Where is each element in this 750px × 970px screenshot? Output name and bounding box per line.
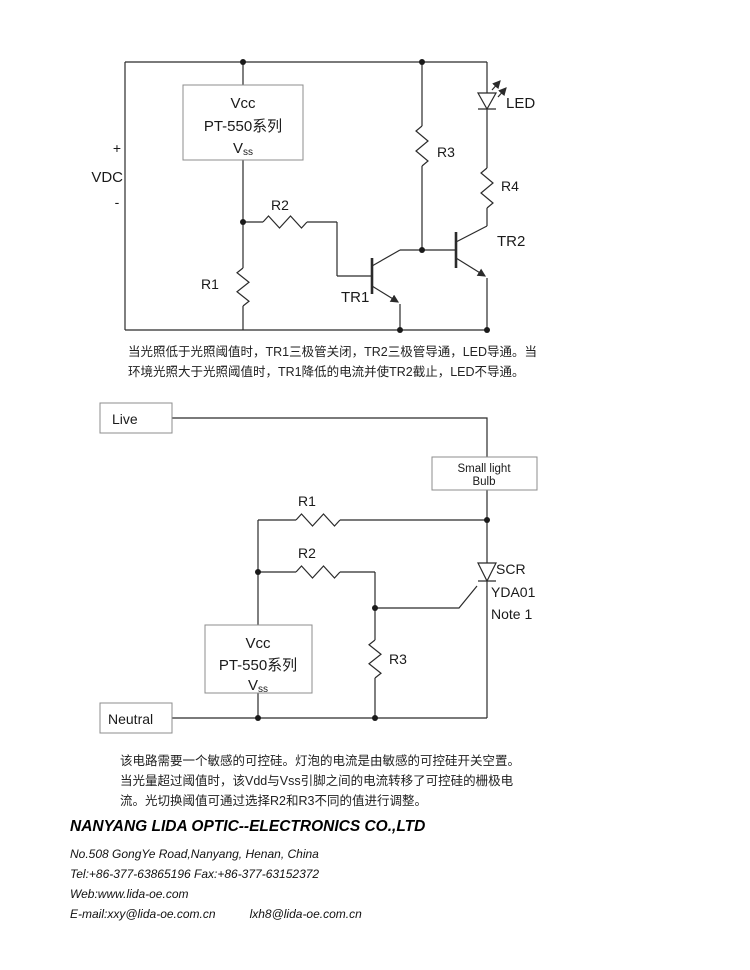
neutral-terminal-box [99,702,173,734]
vdc-label: VDC [91,169,123,186]
company-web: Web:www.lida-oe.com [70,887,189,901]
company-name: NANYANG LIDA OPTIC--ELECTRONICS CO.,LTD [70,818,426,835]
c1-label-r2: R2 [271,197,289,213]
vdc-plus-label: + [113,140,121,156]
c2-label-r3: R3 [389,651,407,667]
note-line: 当光量超过阈值时，该Vdd与Vss引脚之间的电流转移了可控硅的栅极电 [120,774,514,788]
c1-resistor-r1 [236,267,250,307]
junction-node [240,219,246,225]
company-email-1: E-mail:xxy@lida-oe.com.cn [70,907,216,921]
neutral-label: Neutral [108,711,153,727]
note-circuit2: 该电路需要一个敏感的可控硅。灯泡的电流是由敏感的可控硅开关空置。 当光量超过阈值… [120,751,580,811]
scr-label: SCR [496,561,526,577]
live-terminal-box [99,402,173,434]
c2-resistor-r1 [295,513,341,527]
pt550-2-pin-vss: Vss [248,677,268,695]
bulb-label-line2: Bulb [472,476,495,488]
note-line: 流。光切换阈值可通过选择R2和R3不同的值进行调整。 [120,794,427,808]
junction-node [419,59,425,65]
transistor-tr2 [454,225,488,277]
scr-part-label: YDA01 [491,584,536,600]
junction-node [255,569,261,575]
company-email-2: lxh8@lida-oe.com.cn [249,907,362,921]
c1-label-tr2: TR2 [497,233,525,250]
live-label: Live [112,411,138,427]
circuit-1-led-driver: Vcc PT-550系列 Vss + VDC - R1 R2 R3 R4 TR1… [91,59,535,333]
junction-node [372,715,378,721]
footer-company-block: NANYANG LIDA OPTIC--ELECTRONICS CO.,LTD … [70,818,425,924]
bulb-label-line1: Small light [457,463,511,475]
c2-label-r2: R2 [298,545,316,561]
junction-node [419,247,425,253]
junction-node [255,715,261,721]
c1-label-led: LED [506,95,535,112]
pt550-pin-vcc: Vcc [230,95,256,112]
junction-node [484,327,490,333]
c1-wires [124,61,488,331]
scr-note-label: Note 1 [491,606,532,622]
vdc-minus-label: - [115,194,120,210]
note-line: 该电路需要一个敏感的可控硅。灯泡的电流是由敏感的可控硅开关空置。 [120,754,521,768]
c1-label-r3: R3 [437,144,455,160]
junction-node [397,327,403,333]
c1-label-r4: R4 [501,178,519,194]
pt550-2-pin-vcc: Vcc [245,635,271,652]
led-icon [476,80,507,111]
scr-icon [477,562,497,583]
company-telfax: Tel:+86-377-63865196 Fax:+86-377-6315237… [70,867,320,881]
pt550-name: PT-550系列 [204,118,282,135]
c2-resistor-r2 [295,565,341,579]
pt550-box-2 [204,624,313,694]
c2-resistor-r3 [368,639,382,679]
c1-resistor-r2 [262,215,308,229]
pt550-pin-vss: Vss [233,140,253,158]
junction-node [484,517,490,523]
c2-label-r1: R1 [298,493,316,509]
company-email-line: E-mail:xxy@lida-oe.com.cn lxh8@lida-oe.co… [70,904,425,924]
c1-label-tr1: TR1 [341,289,369,306]
pt550-2-name: PT-550系列 [219,657,297,674]
circuit-2-scr-switch: Live Small light Bulb Vcc PT-550系列 Vss N… [99,402,538,734]
note-circuit1: 当光照低于光照阈值时，TR1三极管关闭，TR2三极管导通，LED导通。当 环境光… [128,342,568,382]
bulb-box [431,456,538,491]
pt550-box-1 [182,84,304,161]
junction-node [372,605,378,611]
note-line: 当光照低于光照阈值时，TR1三极管关闭，TR2三极管导通，LED导通。当 [128,345,538,359]
company-address: No.508 GongYe Road,Nanyang, Henan, China [70,847,319,861]
transistor-tr1 [370,249,401,303]
note-line: 环境光照大于光照阈值时，TR1降低的电流并使TR2截止，LED不导通。 [128,365,525,379]
junction-node [240,59,246,65]
c1-label-r1: R1 [201,276,219,292]
c1-resistor-r3 [415,125,429,167]
c1-resistor-r4 [480,167,494,209]
